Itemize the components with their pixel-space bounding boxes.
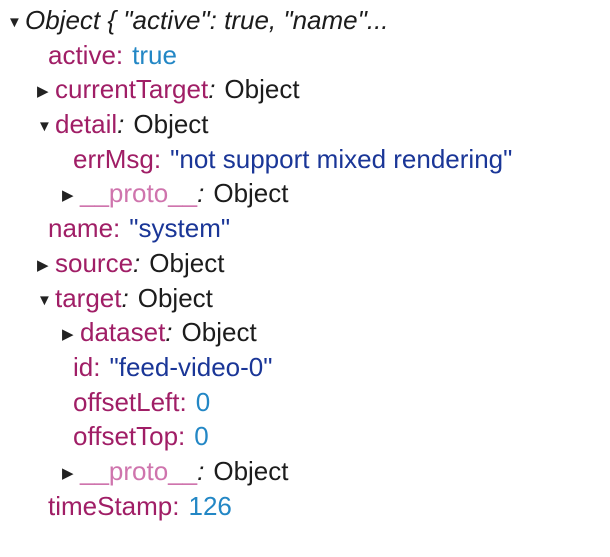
colon: :	[115, 39, 124, 70]
tree-row-offset-top: offsetTop:0	[0, 419, 610, 454]
tree-row-id: id: "feed-video-0"	[0, 350, 610, 385]
tree-row-time-stamp: timeStamp:126	[0, 489, 610, 524]
property-value: "not support mixed rendering"	[170, 143, 513, 174]
triangle-right-icon[interactable]: ▶	[37, 256, 49, 274]
colon: :	[117, 109, 125, 140]
tree-row-name: name: "system"	[0, 211, 610, 246]
property-value: Object	[213, 455, 289, 486]
colon: :	[197, 178, 205, 209]
tree-row-active: active: true	[0, 38, 610, 73]
colon: :	[133, 247, 141, 278]
property-value: 126	[188, 490, 232, 521]
tree-row-root-object[interactable]: ▼Object { "active": true, "name"...	[0, 3, 610, 38]
colon: :	[113, 213, 121, 244]
tree-row-current-target[interactable]: ▶ currentTarget: Object	[0, 72, 610, 107]
colon: :	[179, 386, 187, 417]
colon: :	[197, 455, 205, 486]
property-name: offsetTop	[73, 421, 179, 452]
property-value: 0	[194, 421, 209, 452]
property-value: Object	[213, 178, 289, 209]
colon: :	[153, 143, 162, 174]
tree-row-offset-left: offsetLeft:0	[0, 385, 610, 420]
colon: :	[178, 421, 186, 452]
colon: :	[208, 74, 216, 105]
property-value: 0	[195, 386, 211, 417]
tree-row-detail-proto[interactable]: ▶ __proto__: Object	[0, 176, 610, 211]
tree-row-detail[interactable]: ▼detail: Object	[0, 107, 610, 142]
property-name: id	[73, 351, 94, 382]
triangle-down-icon[interactable]: ▼	[37, 118, 52, 136]
colon: :	[172, 490, 180, 521]
colon: :	[165, 317, 173, 348]
property-name: offsetLeft	[73, 386, 180, 417]
triangle-right-icon[interactable]: ▶	[62, 326, 74, 344]
triangle-down-icon[interactable]: ▼	[7, 14, 22, 31]
property-value: Object	[137, 282, 213, 313]
property-name: __proto__	[80, 178, 198, 209]
property-value: Object	[133, 109, 209, 140]
tree-row-source[interactable]: ▶ source: Object	[0, 246, 610, 281]
property-name: active	[48, 39, 116, 70]
property-value: Object	[181, 317, 257, 348]
property-name: errMsg	[73, 143, 154, 174]
property-name: __proto__	[80, 455, 198, 486]
property-name: timeStamp	[48, 490, 173, 521]
triangle-down-icon[interactable]: ▼	[37, 291, 52, 309]
tree-row-target[interactable]: ▼target: Object	[0, 281, 610, 316]
tree-row-dataset[interactable]: ▶ dataset: Object	[0, 315, 610, 350]
triangle-right-icon[interactable]: ▶	[62, 187, 74, 205]
tree-row-err-msg: errMsg: "not support mixed rendering"	[0, 142, 610, 177]
property-value: "feed-video-0"	[109, 351, 273, 382]
property-value: Object	[149, 247, 225, 278]
colon: :	[93, 351, 101, 382]
tree-row-target-proto[interactable]: ▶ __proto__: Object	[0, 454, 610, 489]
triangle-right-icon[interactable]: ▶	[37, 83, 49, 101]
property-value: true	[132, 39, 177, 70]
property-name: name	[48, 213, 114, 244]
property-name: detail	[55, 109, 118, 140]
property-name: source	[55, 247, 134, 278]
property-name: dataset	[80, 317, 166, 348]
property-value: "system"	[129, 213, 231, 244]
property-name: target	[55, 282, 122, 313]
colon: :	[121, 282, 129, 313]
property-value: Object	[224, 74, 300, 105]
triangle-right-icon[interactable]: ▶	[62, 464, 74, 482]
property-name: currentTarget	[55, 74, 209, 105]
object-preview: Object { "active": true, "name"...	[25, 5, 389, 35]
